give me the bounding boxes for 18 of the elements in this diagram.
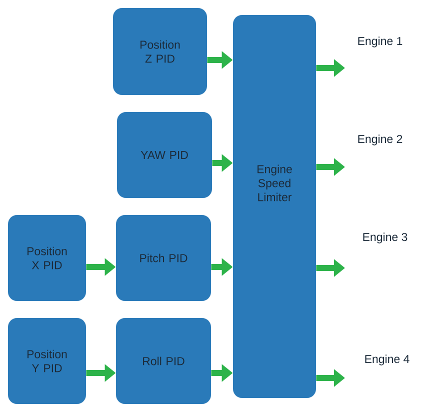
limiter-box — [233, 15, 316, 398]
box-label: Position Y PID — [27, 350, 67, 372]
pid-box — [8, 318, 86, 404]
box-label: Pitch PID — [140, 254, 188, 262]
box-label: Position Z PID — [140, 40, 180, 63]
pid-box — [117, 112, 212, 198]
pid-box — [116, 215, 211, 301]
engine-label: Engine 3 — [363, 232, 408, 244]
engine-label: Engine 1 — [358, 36, 402, 48]
pid-box — [116, 318, 211, 404]
engine-label: Engine 2 — [358, 134, 402, 146]
box-label: Position X PID — [27, 246, 67, 270]
box-label: YAW PID — [140, 151, 188, 159]
box-label: Roll PID — [143, 356, 184, 366]
engine-label: Engine 4 — [365, 354, 410, 366]
box-label: Engine Speed Limiter — [258, 164, 292, 202]
pid-box — [113, 8, 207, 95]
pid-box — [8, 215, 86, 301]
